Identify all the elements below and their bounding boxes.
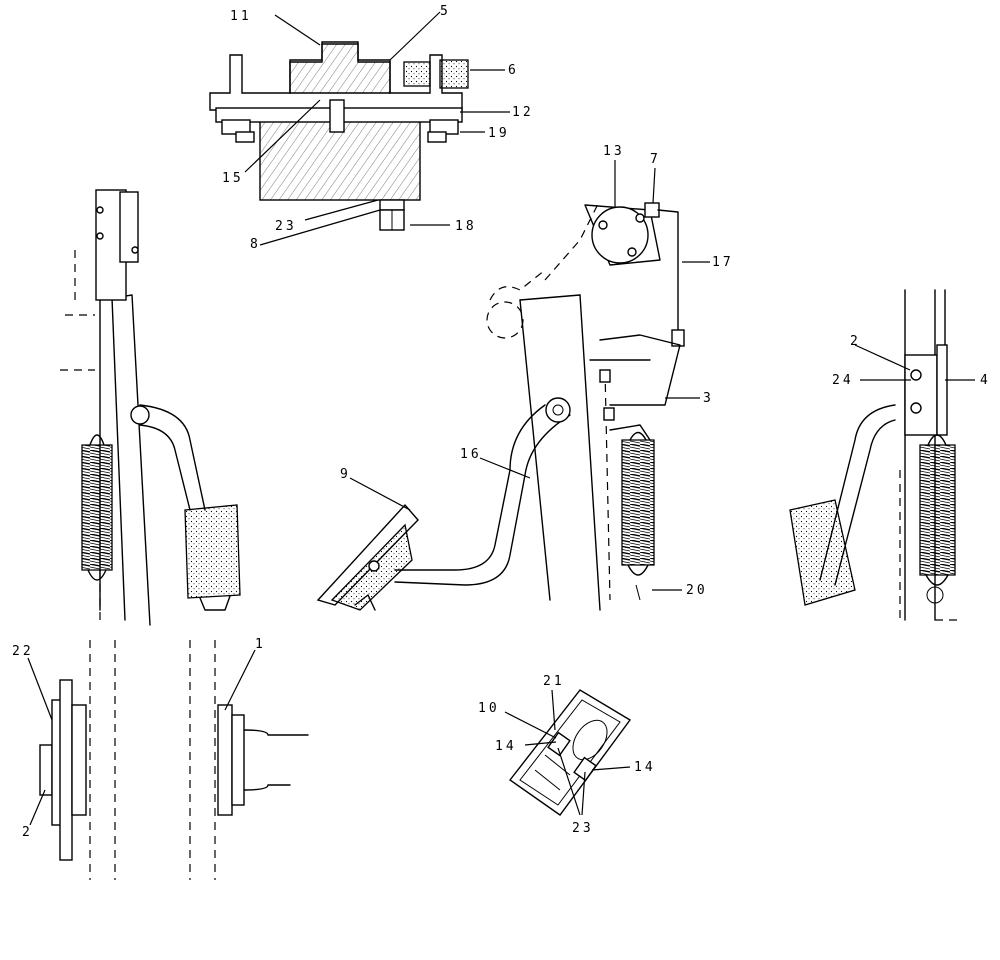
right-pedal-side-view (789, 289, 960, 621)
callout-2-right: 2 (850, 334, 861, 349)
callout-1: 1 (255, 637, 266, 652)
callout-20: 20 (686, 583, 708, 598)
callout-labels: 11 5 6 12 19 15 23 8 18 13 7 17 3 16 9 2… (12, 4, 991, 840)
callout-14-left: 14 (495, 739, 517, 754)
pedal-pad-detail (508, 689, 632, 816)
callout-3: 3 (703, 391, 714, 406)
callout-23-bottom: 23 (572, 821, 594, 836)
leader-lines (27, 11, 975, 826)
callout-14-right: 14 (634, 760, 656, 775)
callout-11: 11 (230, 9, 252, 24)
callout-23-top: 23 (275, 219, 297, 234)
callout-10: 10 (478, 701, 500, 716)
callout-21: 21 (543, 674, 565, 689)
callout-18: 18 (455, 219, 477, 234)
callout-12: 12 (512, 105, 534, 120)
callout-9: 9 (340, 467, 351, 482)
callout-15: 15 (222, 171, 244, 186)
main-pedal-assembly (316, 199, 685, 611)
callout-13: 13 (603, 144, 625, 159)
callout-4: 4 (980, 373, 991, 388)
callout-17: 17 (712, 255, 734, 270)
callout-22: 22 (12, 644, 34, 659)
callout-24: 24 (832, 373, 854, 388)
callout-19: 19 (488, 126, 510, 141)
callout-7: 7 (650, 152, 661, 167)
shaft-detail-view (39, 640, 309, 880)
callout-16: 16 (460, 447, 482, 462)
callout-6: 6 (508, 63, 519, 78)
switch-section-view (209, 41, 469, 231)
callout-8: 8 (250, 237, 261, 252)
callout-2-bottom: 2 (22, 825, 33, 840)
callout-5: 5 (440, 4, 451, 19)
left-pedal-side-view (60, 189, 241, 626)
